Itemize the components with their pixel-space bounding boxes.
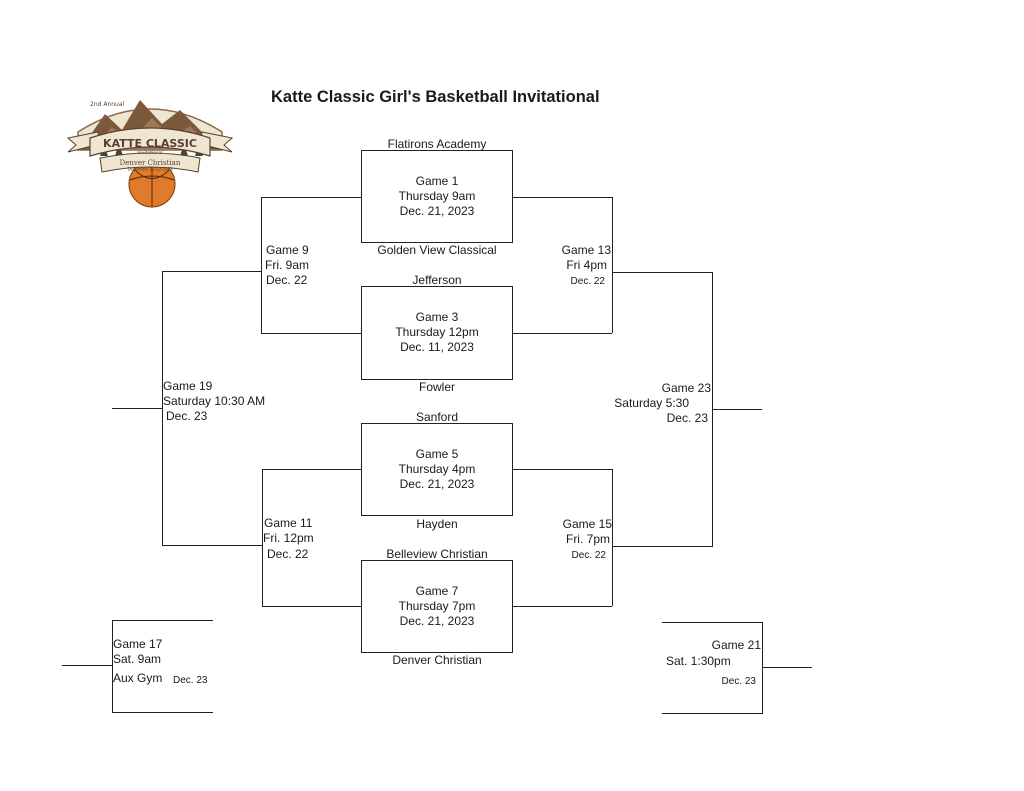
team-flatirons: Flatirons Academy [387, 137, 487, 151]
game-7-date: Dec. 21, 2023 [399, 614, 475, 628]
game-9-date: Dec. 22 [266, 273, 308, 287]
game-15-day: Fri. 7pm [565, 532, 610, 546]
bracket-line [612, 197, 613, 333]
game-9-day: Fri. 9am [265, 258, 310, 272]
bracket-line [62, 665, 112, 666]
bracket-line [162, 271, 163, 546]
game-13-date: Dec. 22 [570, 276, 605, 287]
bracket-line [162, 271, 261, 272]
game-3-box: Game 3 Thursday 12pm Dec. 11, 2023 [361, 286, 513, 380]
bracket-line [261, 333, 361, 334]
game-1-date: Dec. 21, 2023 [399, 204, 475, 218]
game-5-box: Game 5 Thursday 4pm Dec. 21, 2023 [361, 423, 513, 516]
team-golden-view: Golden View Classical [377, 243, 497, 257]
game-11-date: Dec. 22 [267, 547, 309, 561]
game-1-name: Game 1 [415, 174, 459, 188]
bracket-line [112, 408, 162, 409]
game-19-day: Saturday 10:30 AM [163, 394, 266, 408]
bracket-line [662, 622, 763, 623]
game-23-day: Saturday 5:30 [614, 396, 689, 410]
game-15-name: Game 15 [562, 517, 612, 531]
bracket-line [261, 197, 262, 333]
logo-host: Denver Christian [120, 159, 181, 167]
game-21-date: Dec. 23 [721, 676, 756, 687]
bracket-line [112, 620, 213, 621]
game-19-date: Dec. 23 [166, 409, 208, 423]
game-21-day: Sat. 1:30pm [666, 654, 731, 668]
game-3-day: Thursday 12pm [395, 325, 479, 339]
game-17-name: Game 17 [113, 637, 163, 651]
game-11-name: Game 11 [264, 516, 313, 530]
bracket-line [262, 469, 361, 470]
game-7-name: Game 7 [415, 584, 459, 598]
game-23-date: Dec. 23 [666, 411, 708, 425]
bracket-line [762, 667, 812, 668]
logo-name: KATTE CLASSIC [103, 137, 197, 150]
logo-annual: 2nd Annual [90, 101, 125, 108]
bracket-line [262, 606, 361, 607]
bracket-line [513, 333, 612, 334]
game-1-box: Game 1 Thursday 9am Dec. 21, 2023 [361, 150, 513, 243]
game-5-day: Thursday 4pm [398, 462, 476, 476]
bracket-line [513, 606, 612, 607]
bracket-line [513, 469, 612, 470]
logo-dates: December 21-23 2023 [127, 167, 173, 172]
bracket-line [612, 546, 712, 547]
team-hayden: Hayden [416, 517, 458, 531]
game-11-day: Fri. 12pm [263, 531, 314, 545]
game-15-date: Dec. 22 [571, 550, 606, 561]
page-title: Katte Classic Girl's Basketball Invitati… [271, 88, 600, 106]
game-17-date: Dec. 23 [173, 675, 208, 686]
game-13-name: Game 13 [561, 243, 611, 257]
team-sanford: Sanford [415, 410, 459, 424]
bracket-line [612, 272, 712, 273]
bracket-line [762, 622, 763, 714]
game-23-name: Game 23 [661, 381, 711, 395]
game-3-date: Dec. 11, 2023 [400, 340, 474, 354]
game-3-name: Game 3 [415, 310, 459, 324]
game-21-name: Game 21 [711, 638, 761, 652]
game-7-day: Thursday 7pm [398, 599, 476, 613]
game-13-day: Fri 4pm [566, 258, 607, 272]
game-19-name: Game 19 [163, 379, 213, 393]
bracket-line [513, 197, 612, 198]
bracket-line [112, 620, 113, 713]
logo-subtitle: Invitational [137, 150, 162, 156]
bracket-line [262, 469, 263, 606]
game-1-day: Thursday 9am [398, 189, 476, 203]
bracket-line [712, 409, 762, 410]
bracket-line [112, 712, 213, 713]
game-17-venue: Aux Gym [113, 671, 163, 685]
team-denver-christian: Denver Christian [392, 653, 482, 667]
team-jefferson: Jefferson [412, 273, 462, 287]
bracket-line [162, 545, 262, 546]
bracket-line [662, 713, 763, 714]
bracket-line [261, 197, 361, 198]
game-17-day: Sat. 9am [113, 652, 162, 666]
team-fowler: Fowler [418, 380, 455, 394]
game-7-box: Game 7 Thursday 7pm Dec. 21, 2023 [361, 560, 513, 653]
game-5-name: Game 5 [415, 447, 459, 461]
katte-classic-logo: 2nd Annual KATTE CLASSIC Invitational De… [66, 100, 234, 208]
game-5-date: Dec. 21, 2023 [399, 477, 475, 491]
game-9-name: Game 9 [266, 243, 309, 257]
team-belleview: Belleview Christian [386, 547, 488, 561]
bracket-line [612, 469, 613, 606]
